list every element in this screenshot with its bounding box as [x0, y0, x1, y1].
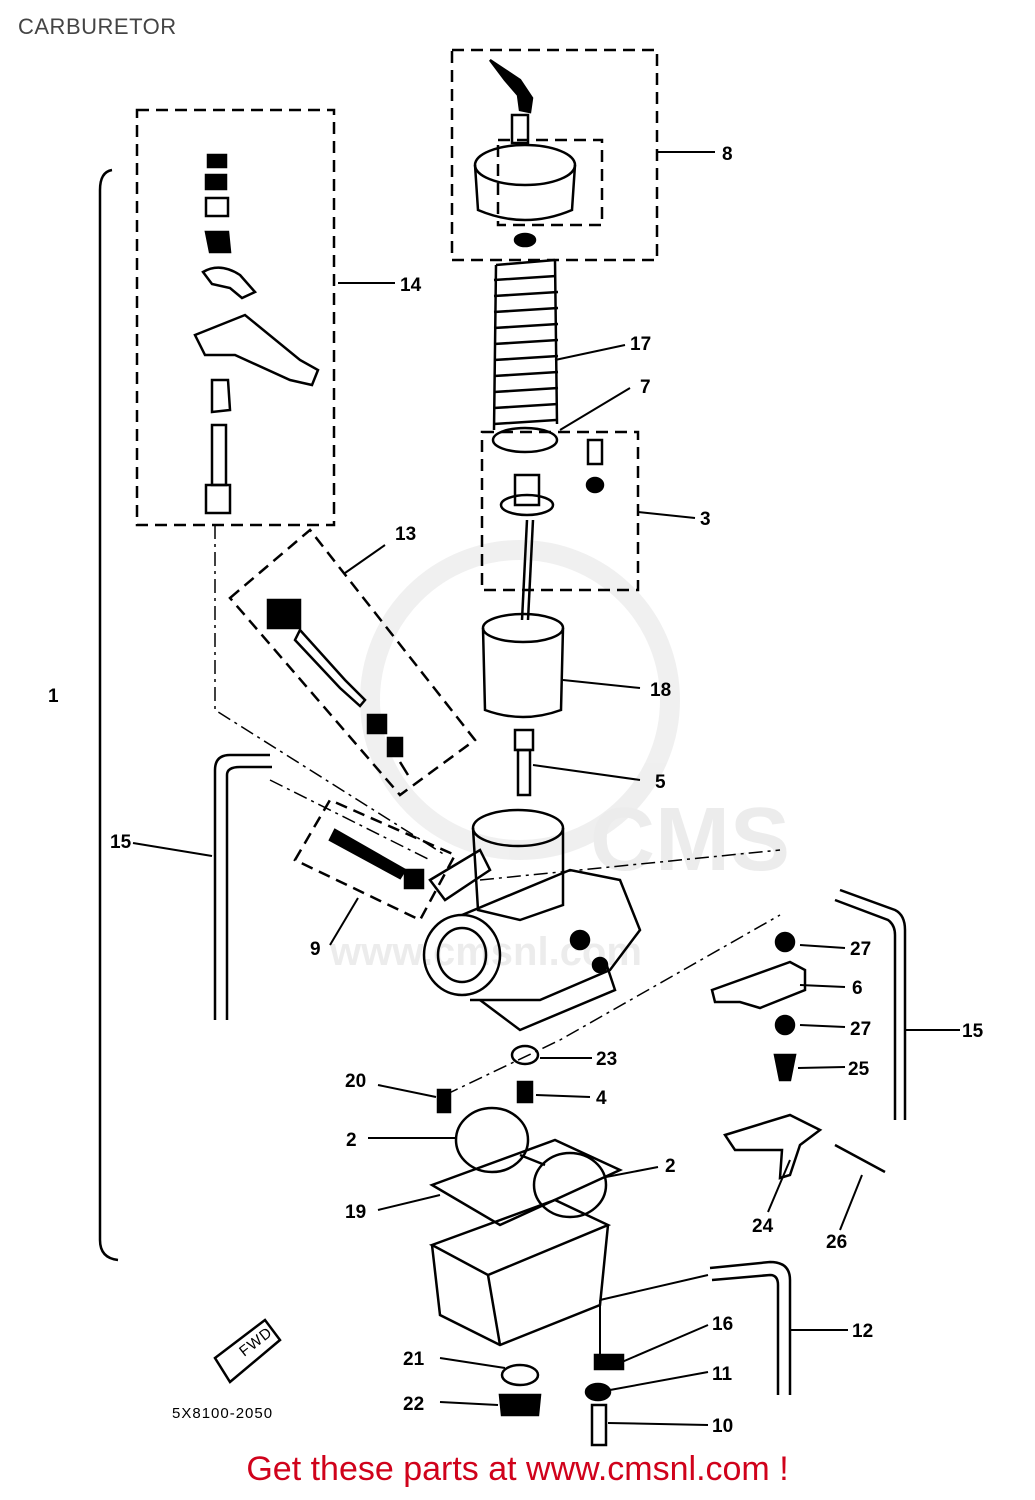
part-11-washer [584, 1382, 612, 1402]
part-15-left-tube [213, 753, 270, 1020]
part-9-components [328, 828, 425, 890]
callout-11: 11 [712, 1364, 733, 1385]
float-bowl [428, 1198, 612, 1347]
part-4-jet [516, 1080, 534, 1104]
callout-17: 17 [630, 334, 651, 355]
part-5-needle-jet [513, 728, 535, 797]
callout-25: 25 [848, 1059, 870, 1080]
callout-8: 8 [722, 144, 733, 165]
part-8-cap [473, 58, 577, 248]
callout-7: 7 [640, 377, 651, 398]
callout-15b: 15 [962, 1021, 984, 1042]
callout-27a: 27 [850, 939, 871, 960]
callout-1: 1 [48, 686, 59, 707]
part-14-assembly [193, 153, 320, 515]
watermark: CMS www.cmsnl.com [329, 540, 790, 974]
callout-23: 23 [596, 1049, 617, 1070]
leader-lines [132, 151, 960, 1426]
callout-19: 19 [345, 1202, 366, 1223]
callouts: 1 2 2 3 4 5 6 7 8 9 10 11 12 13 14 15 15… [48, 144, 984, 1437]
callout-9: 9 [310, 939, 321, 960]
callout-2b: 2 [665, 1156, 676, 1177]
part-17-spring [491, 258, 559, 454]
watermark-brand: CMS [590, 790, 790, 890]
part-2-float-a [454, 1106, 530, 1174]
callout-2a: 2 [346, 1130, 357, 1151]
callout-18: 18 [650, 680, 671, 701]
callout-21: 21 [403, 1349, 425, 1370]
callout-20: 20 [345, 1071, 366, 1092]
alignment-lines [214, 525, 781, 1096]
callout-10: 10 [712, 1416, 733, 1437]
page-title: CARBURETOR [18, 14, 177, 39]
callout-5: 5 [655, 772, 666, 793]
part-10-screw [590, 1403, 608, 1447]
part-21-gasket [500, 1363, 540, 1387]
callout-3: 3 [700, 509, 711, 530]
callout-26: 26 [826, 1232, 847, 1253]
part-12-drain-tube [709, 1260, 792, 1395]
fwd-label: FWD [236, 1324, 276, 1360]
callout-16: 16 [712, 1314, 733, 1335]
promo-link[interactable]: Get these parts at www.cmsnl.com ! [246, 1450, 789, 1488]
part-2-float-b [532, 1151, 608, 1219]
part-3-needle-clip [499, 438, 605, 621]
callout-14: 14 [400, 275, 422, 296]
part-20-plug [436, 1088, 452, 1114]
part-18-throttle-valve [481, 612, 565, 719]
part-24-lever [723, 1113, 823, 1180]
callout-6: 6 [852, 978, 863, 999]
part-22-drain-plug [498, 1393, 542, 1417]
callout-27b: 27 [850, 1019, 871, 1040]
callout-12: 12 [852, 1321, 873, 1342]
part-23-washer [510, 1044, 540, 1066]
assembly-bracket [98, 168, 119, 1262]
part-13-components [266, 598, 410, 776]
part-26-pin [834, 1143, 886, 1174]
fwd-arrow-icon [213, 1318, 282, 1384]
callout-24: 24 [752, 1216, 774, 1237]
part-15-right-tube [839, 888, 907, 1120]
diagram-code: 5X8100-2050 [172, 1405, 273, 1422]
part-6-bracket [710, 931, 807, 1082]
callout-13: 13 [395, 524, 416, 545]
callout-22: 22 [403, 1394, 424, 1415]
callout-4: 4 [596, 1088, 607, 1109]
carburetor-body [422, 808, 642, 1032]
part-19-gasket [429, 1138, 623, 1227]
callout-15a: 15 [110, 832, 132, 853]
